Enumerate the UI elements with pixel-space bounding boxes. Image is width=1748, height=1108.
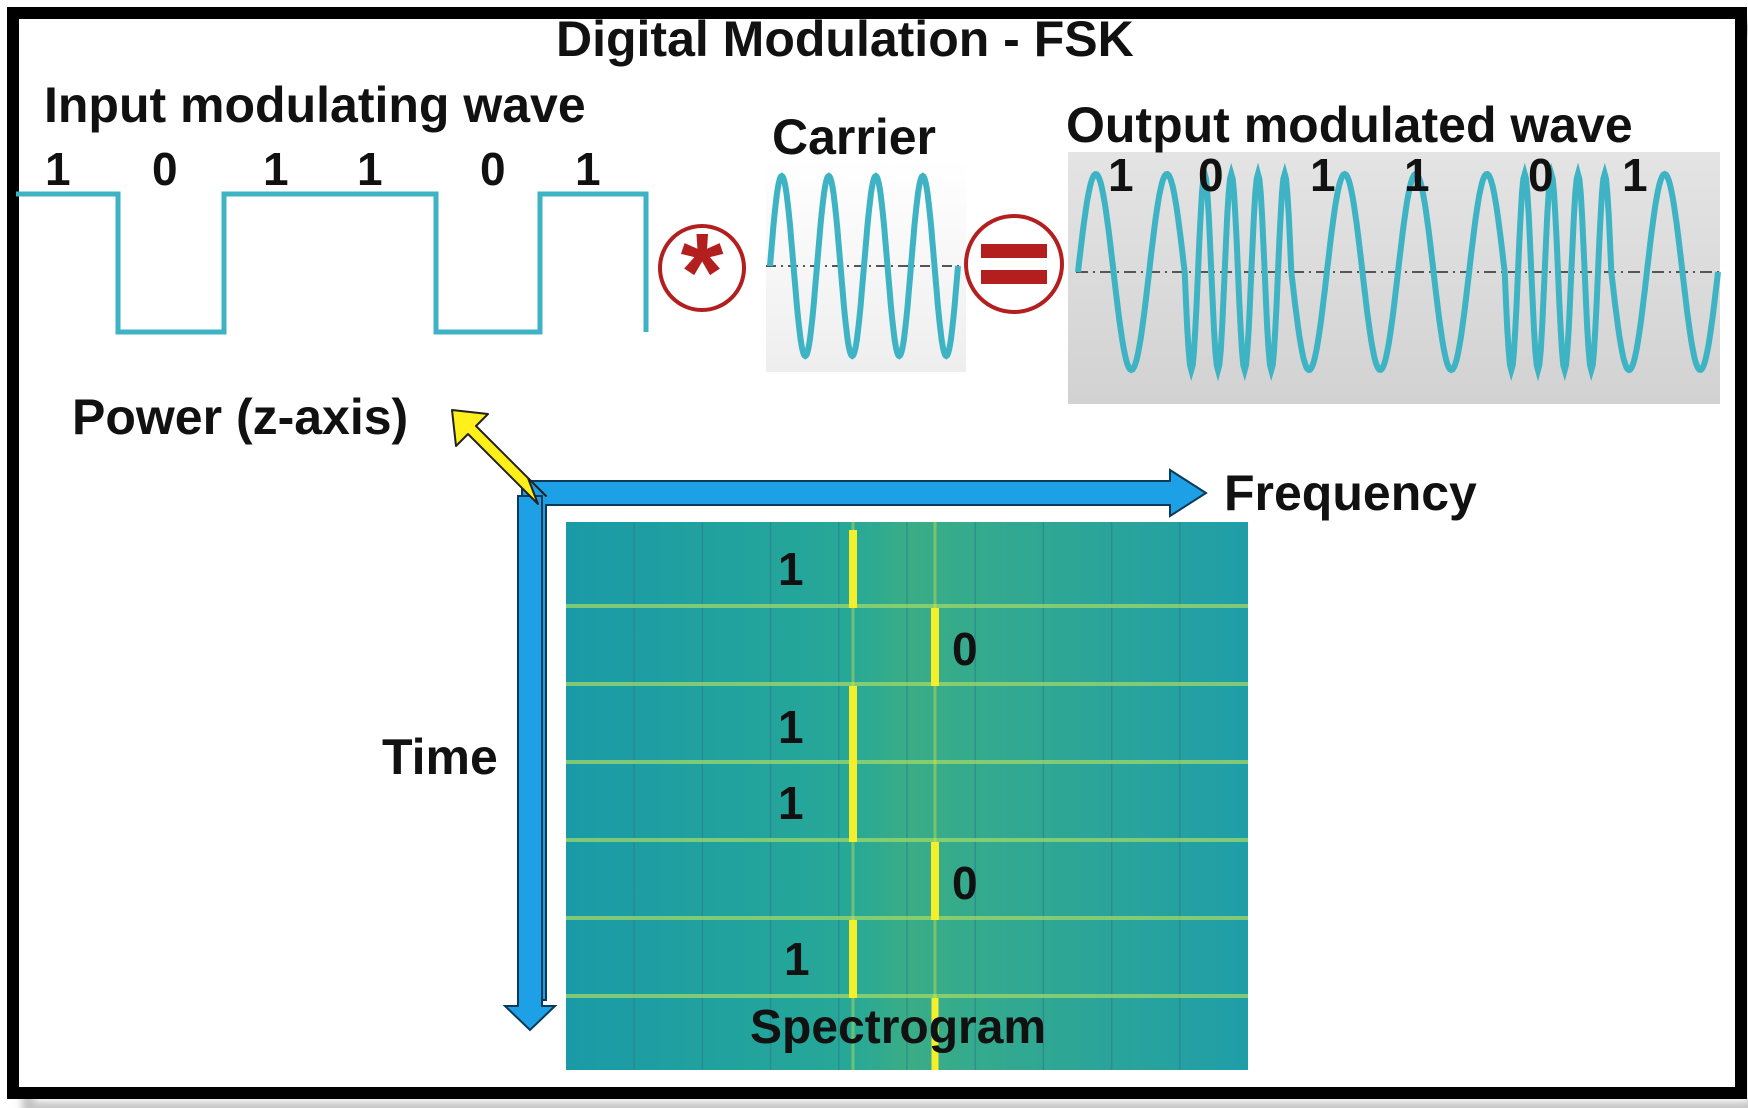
output-bit-6: 1 [1622, 149, 1648, 201]
frequency-axis-label: Frequency [1224, 465, 1477, 521]
input-bit-6: 1 [575, 143, 601, 195]
input-bit-2: 0 [152, 143, 178, 195]
carrier-label: Carrier [772, 109, 936, 165]
diagram-title: Digital Modulation - FSK [556, 11, 1134, 67]
output-bit-5: 0 [1528, 149, 1554, 201]
spectrogram-traces [566, 522, 1248, 1070]
input-wave-label: Input modulating wave [44, 77, 586, 133]
output-wave-label: Output modulated wave [1066, 97, 1633, 153]
spectrogram-grid [633, 522, 1181, 1070]
output-modulated-wave [1075, 162, 1721, 382]
spectrogram [566, 522, 1248, 1070]
output-bit-2: 0 [1198, 149, 1224, 201]
equals-operator [964, 214, 1064, 314]
equals-bar-top [981, 244, 1047, 258]
input-bit-3: 1 [263, 143, 289, 195]
time-axis-label: Time [382, 729, 498, 785]
output-bit-3: 1 [1310, 149, 1336, 201]
time-arrow [502, 495, 558, 1032]
multiply-operator: * [658, 211, 746, 334]
spectrogram-bit-4: 1 [778, 777, 804, 829]
input-square-wave [16, 191, 649, 335]
spectrogram-bit-1: 1 [778, 543, 804, 595]
input-bit-1: 1 [45, 143, 71, 195]
carrier-wave [767, 172, 961, 360]
spectrogram-bit-2: 0 [952, 623, 978, 675]
input-bit-4: 1 [357, 143, 383, 195]
spectrogram-bit-5: 0 [952, 857, 978, 909]
output-bit-4: 1 [1404, 149, 1430, 201]
input-bit-5: 0 [480, 143, 506, 195]
power-arrow [451, 409, 547, 505]
spectrogram-bit-6: 1 [784, 933, 810, 985]
output-bit-1: 1 [1108, 149, 1134, 201]
multiply-symbol: * [681, 211, 724, 334]
power-axis-label: Power (z-axis) [72, 389, 409, 445]
equals-bar-bottom [981, 270, 1047, 284]
spectrogram-label: Spectrogram [750, 1001, 1047, 1054]
spectrogram-bit-3: 1 [778, 701, 804, 753]
